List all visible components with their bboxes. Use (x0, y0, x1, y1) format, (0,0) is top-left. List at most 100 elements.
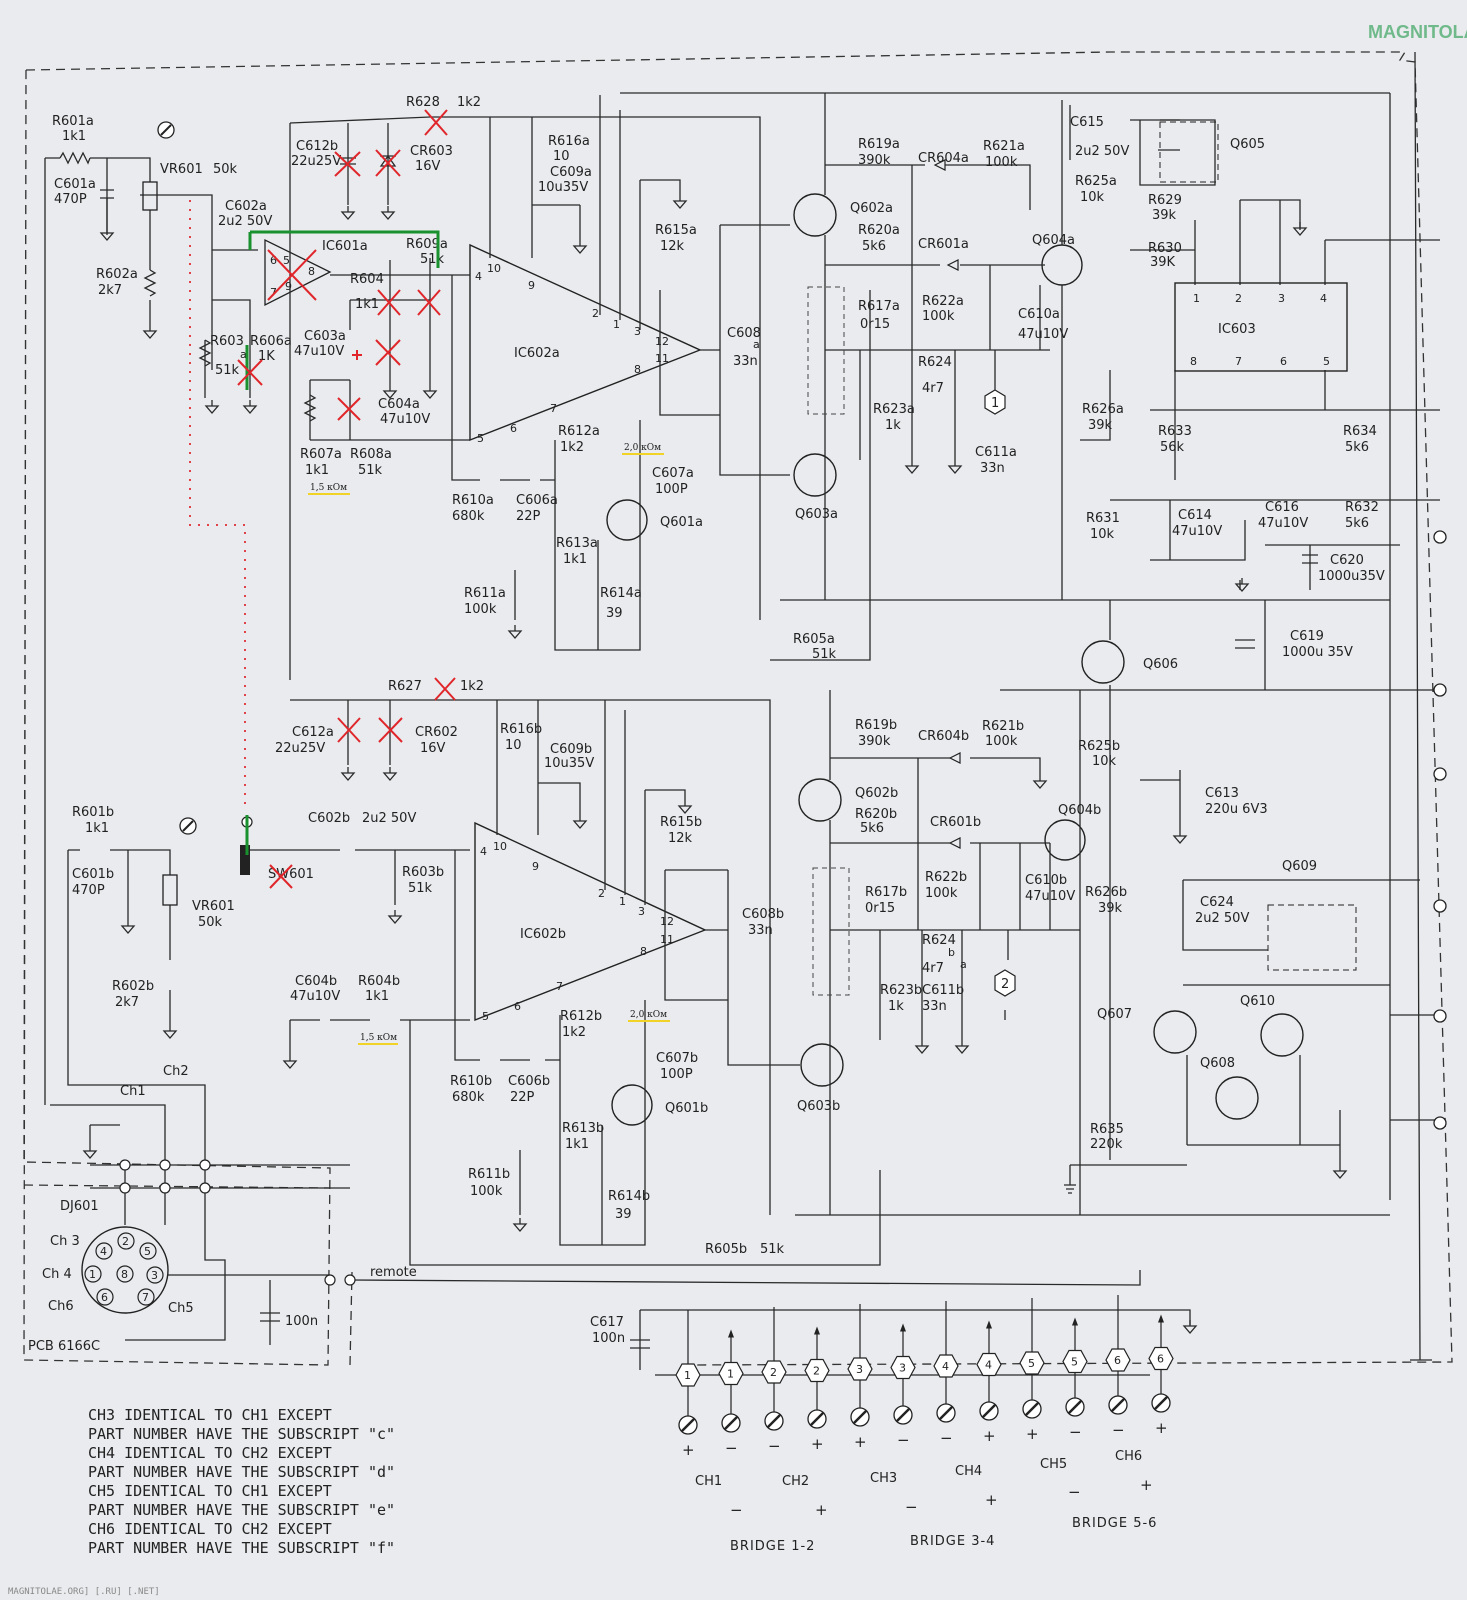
ic602b-pin-11: 11 (660, 933, 674, 946)
c606a-ref: C606a (516, 493, 558, 508)
screw-terminal-5[interactable]: + (850, 1380, 870, 1451)
c617-ref: C617 (590, 1315, 624, 1330)
screw-terminal-6[interactable]: − (893, 1378, 913, 1450)
terminal-node-label: 5 (1071, 1356, 1078, 1369)
c601a-ref: C601a (54, 177, 96, 192)
screw-terminal-7[interactable]: − (936, 1377, 956, 1447)
c607b-val: 100P (660, 1067, 693, 1082)
r607a-ref: R607a (300, 447, 342, 462)
r611a-val: 100k (464, 602, 497, 617)
c603a-val: 47u10V (294, 344, 344, 359)
note-line-6: PART NUMBER HAVE THE SUBSCRIPT "e" (88, 1501, 395, 1519)
screw-terminal-11[interactable]: − (1108, 1371, 1128, 1439)
r617b-val: 0r15 (865, 901, 895, 916)
ic602a-pin-8: 8 (634, 363, 641, 376)
vr601b-ref: VR601 (192, 899, 235, 914)
ic602a-symbol (469, 243, 702, 442)
ic601a-pin-6: 6 (270, 254, 277, 267)
note-res-b2: 1,5 кОм (360, 1033, 397, 1043)
r619a-ref: R619a (858, 137, 900, 152)
c614-ref: C614 (1178, 508, 1212, 523)
ic602a-ref: IC602a (514, 346, 560, 361)
r633-val: 56k (1160, 440, 1185, 455)
note-line-2: PART NUMBER HAVE THE SUBSCRIPT "c" (88, 1425, 395, 1443)
ic602a-pin-2: 2 (592, 307, 599, 320)
r613b-ref: R613b (562, 1121, 604, 1136)
c616-val: 47u10V (1258, 516, 1308, 531)
r615a-ref: R615a (655, 223, 697, 238)
c610b-val: 47u10V (1025, 889, 1075, 904)
r608a-val: 51k (358, 463, 383, 478)
r630-ref: R630 (1148, 241, 1182, 256)
screw-terminal-sign: − (1069, 1423, 1083, 1441)
hand-annotations (189, 109, 456, 889)
c613-val: 220u 6V3 (1205, 802, 1268, 817)
r607a-val: 1k1 (305, 463, 329, 478)
ch4-bottom-sign: + (985, 1491, 999, 1509)
screw-terminal-2[interactable]: − (721, 1384, 741, 1458)
c610a-val: 47u10V (1018, 327, 1068, 342)
r635-val: 220k (1090, 1137, 1123, 1152)
remote-label: remote (370, 1265, 417, 1280)
screw-terminal-12[interactable]: + (1151, 1369, 1171, 1438)
c607a-val: 100P (655, 482, 688, 497)
r602a-ref: R602a (96, 267, 138, 282)
screw-terminal-1[interactable]: + (678, 1386, 698, 1459)
r627-ref: R627 (388, 679, 422, 694)
ic602a-pin-9: 9 (528, 279, 535, 292)
c624-val: 2u2 50V (1195, 911, 1249, 926)
ic602a-pin-1: 1 (613, 318, 620, 331)
bridge-5-6-label: BRIDGE 5-6 (1072, 1516, 1157, 1531)
terminal-node-10: 5 (1062, 1317, 1088, 1374)
r621b-ref: R621b (982, 719, 1024, 734)
channel-a: R601a 1k1 C601a 470P VR601 50k C602a 2u2… (44, 92, 1390, 1105)
notes-block: CH3 IDENTICAL TO CH1 EXCEPT PART NUMBER … (88, 1406, 395, 1557)
r624b-val: 4r7 (922, 961, 944, 976)
r624a-ref: R624 (918, 355, 952, 370)
c610b-ref: C610b (1025, 873, 1067, 888)
screw-terminal-10[interactable]: − (1065, 1372, 1085, 1442)
r624b-pin-b: b (948, 946, 955, 959)
ic602a-pin-3: 3 (634, 325, 641, 338)
q604a-ref: Q604a (1032, 233, 1075, 248)
screw-terminal-4[interactable]: + (807, 1381, 827, 1454)
vr601a-val: 50k (213, 162, 238, 177)
r628-val: 1k2 (457, 95, 481, 110)
screw-terminal-8[interactable]: + (979, 1375, 999, 1446)
c619-ref: C619 (1290, 629, 1324, 644)
watermark-footer: MAGNITOLAE.ORG] [.RU] [.NET] (8, 1587, 160, 1597)
note-line-4: PART NUMBER HAVE THE SUBSCRIPT "d" (88, 1463, 395, 1481)
cr604a-ref: CR604a (918, 151, 969, 166)
ic603-ref: IC603 (1218, 322, 1256, 337)
screw-terminal-9[interactable]: + (1022, 1374, 1042, 1443)
r602b-ref: R602b (112, 979, 154, 994)
r601b-ref: R601b (72, 805, 114, 820)
r605b-val: 51k (760, 1242, 785, 1257)
r621a-ref: R621a (983, 139, 1025, 154)
ic601a-pin-5: 5 (283, 254, 290, 267)
r603b-val: 51k (408, 881, 433, 896)
terminal-node-3: 2 (761, 1307, 787, 1384)
r603b-ref: R603b (402, 865, 444, 880)
r621b-val: 100k (985, 734, 1018, 749)
r625b-val: 10k (1092, 754, 1117, 769)
r613b-val: 1k1 (565, 1137, 589, 1152)
note-line-5: CH5 IDENTICAL TO CH1 EXCEPT (88, 1482, 332, 1500)
screw-terminal-3[interactable]: − (764, 1383, 784, 1455)
ic602b-pin-1: 1 (619, 895, 626, 908)
c610a-ref: C610a (1018, 307, 1060, 322)
c609a-val: 10u35V (538, 180, 588, 195)
ic601a-ref: IC601a (322, 239, 368, 254)
r622a-val: 100k (922, 309, 955, 324)
r610b-val: 680k (452, 1090, 485, 1105)
screw-terminal-sign: + (811, 1435, 825, 1453)
ic602a-pin-10: 10 (487, 262, 501, 275)
r610a-val: 680k (452, 509, 485, 524)
r629-ref: R629 (1148, 193, 1182, 208)
terminal-node-1: 1 (675, 1310, 701, 1387)
r619b-val: 390k (858, 734, 891, 749)
r612a-val: 1k2 (560, 440, 584, 455)
r623b-val: 1k (888, 999, 904, 1014)
common-section: C615 2u2 50V Q605 R629 39k R630 39K IC60… (1000, 51, 1447, 1361)
